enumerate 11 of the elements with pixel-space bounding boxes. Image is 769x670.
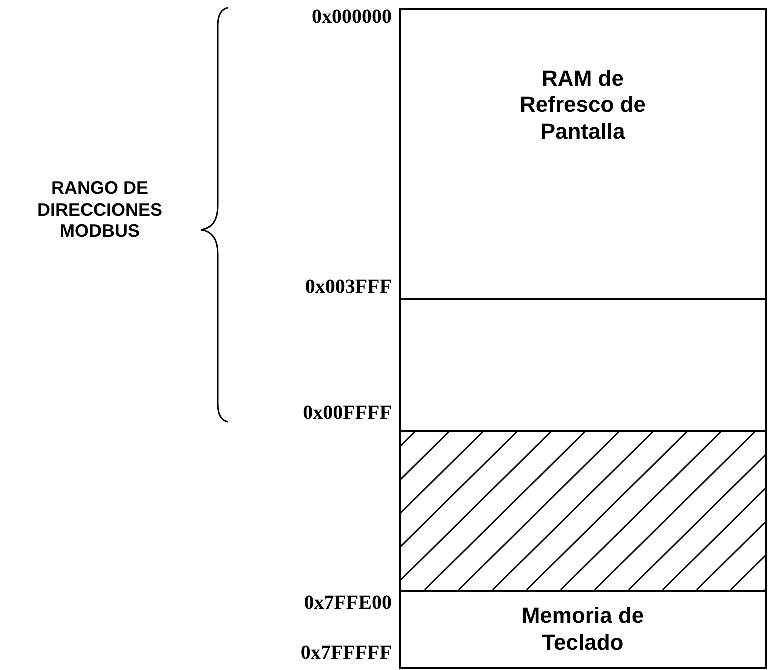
address-label: 0x00FFFF [303,402,392,425]
address-range-label: RANGO DE DIRECCIONES MODBUS [36,178,164,243]
region-label: RAM de Refresco de Pantalla [519,66,647,146]
address-label: 0x000000 [312,6,392,29]
address-label: 0x003FFF [305,276,392,299]
region-label: Memoria de Teclado [520,603,646,656]
memory-region [399,8,767,300]
address-label: 0x7FFFFF [300,642,392,665]
address-label: 0x7FFE00 [304,592,392,615]
memory-region [399,298,767,432]
memory-region [399,590,767,669]
